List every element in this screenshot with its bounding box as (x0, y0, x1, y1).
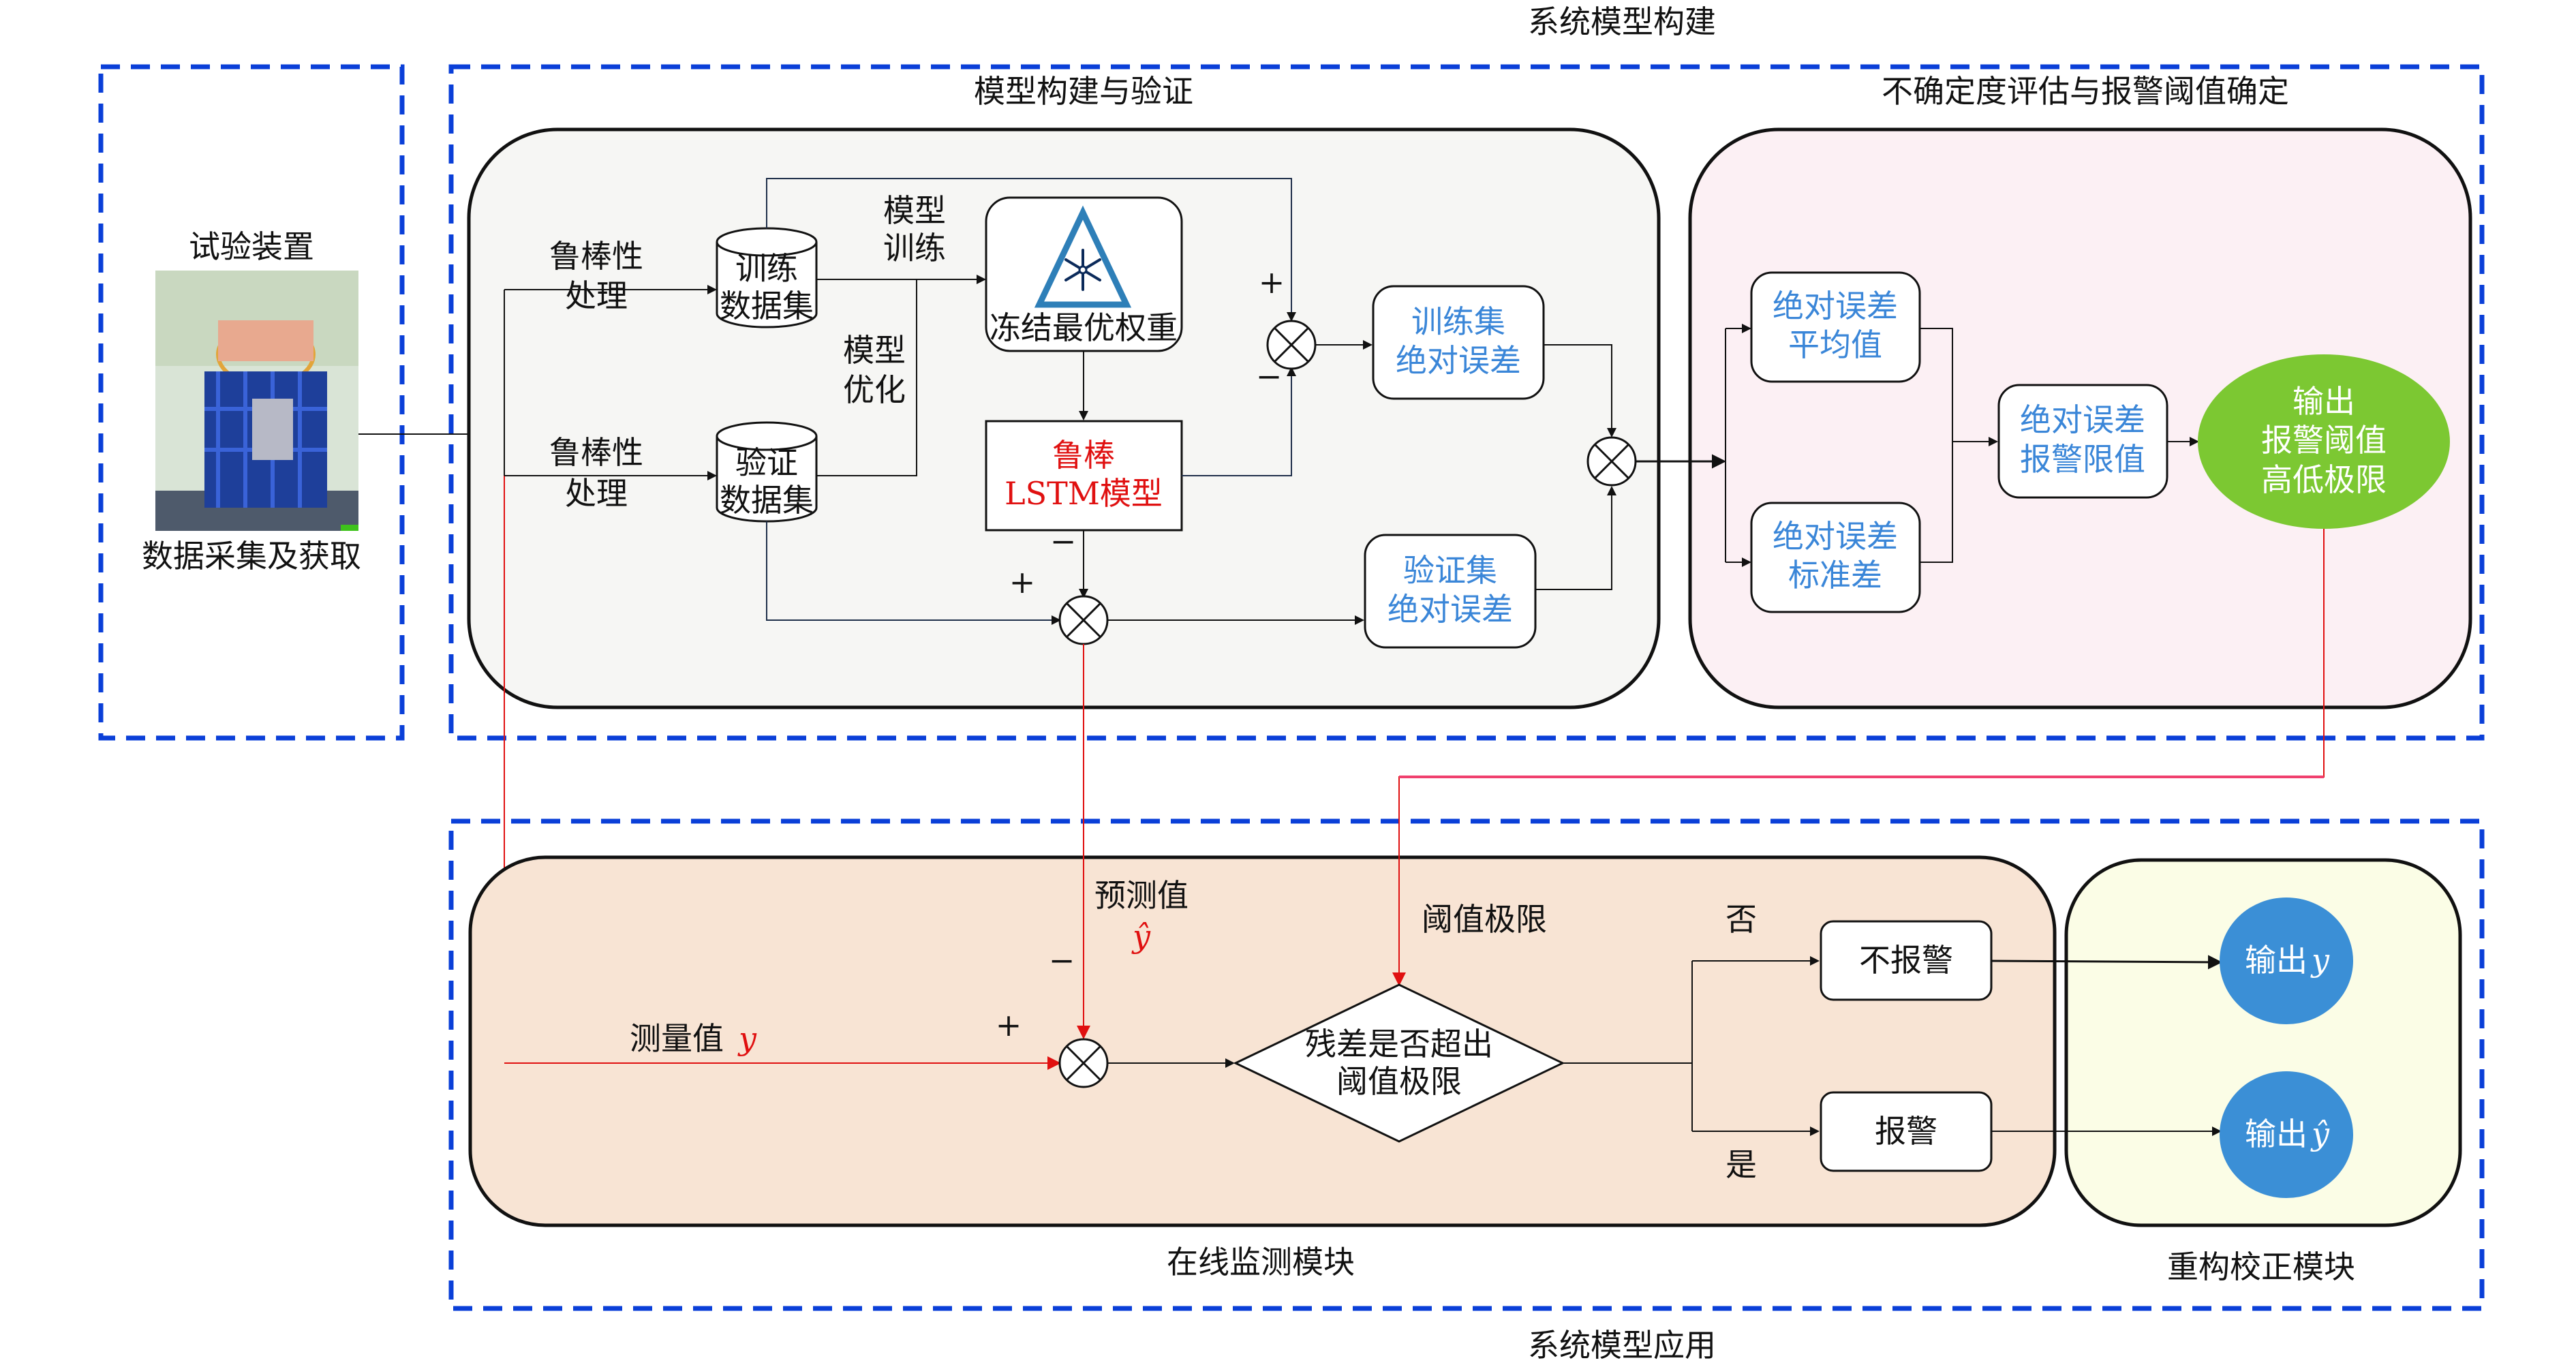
model-train-line2: 训练 (883, 230, 946, 266)
abs-error-mean-line1: 绝对误差 (1773, 288, 1898, 324)
data-acquisition-label: 数据采集及获取 (142, 538, 361, 574)
train-summer-node (1266, 320, 1317, 370)
threshold-output-line1: 输出 (2293, 383, 2355, 420)
alarm-label: 报警 (1875, 1113, 1937, 1150)
robust-proc-2-line2: 处理 (565, 475, 628, 512)
reconstruct-title: 重构校正模块 (2167, 1248, 2355, 1285)
online-summer-minus: − (1049, 942, 1075, 979)
train-error-to-combiner-line (1544, 344, 1616, 438)
valid-abs-error-box (1364, 534, 1537, 649)
system-build-title: 系统模型构建 (1528, 3, 1716, 40)
valid-error-to-combiner-line (1535, 486, 1616, 590)
abs-error-std-box (1750, 502, 1921, 613)
valid-dataset-line1: 验证 (735, 444, 798, 481)
robust-proc-1-line1: 鲁棒性 (549, 238, 643, 275)
abs-error-mean-box (1750, 271, 1921, 383)
valid-summer-node (1058, 595, 1109, 645)
lstm-model-box (985, 420, 1183, 532)
arrow-to-output-y (1991, 955, 2222, 970)
test-rig-label: 试验装置 (189, 228, 314, 265)
decision-line2: 阈值极限 (1336, 1063, 1462, 1100)
online-monitoring-panel (468, 855, 2057, 1227)
model-optimize-line2: 优化 (843, 371, 906, 408)
test-rig-photo (155, 271, 358, 531)
output-yhat-node (2220, 1071, 2353, 1198)
output-y-symbol: y (2310, 942, 2330, 979)
optimize-feedback-line (816, 279, 917, 476)
no-alarm-box (1820, 920, 1993, 1001)
model-build-verify-title: 模型构建与验证 (974, 73, 1193, 110)
train-abs-error-line1: 训练集 (1411, 303, 1505, 340)
valid-dataset-cylinder (716, 421, 818, 523)
reconstruct-panel (2064, 858, 2462, 1227)
output-yhat-symbol: ŷ (2310, 1116, 2330, 1152)
model-optimize-line1: 模型 (843, 332, 906, 369)
threshold-output-line2: 报警阈值 (2261, 422, 2387, 459)
train-dataset-to-summer-line (766, 178, 1296, 322)
valid-summer-plus: + (1009, 564, 1036, 600)
valid-abs-error-line2: 绝对误差 (1387, 591, 1513, 628)
measured-value-label: 测量值 (630, 1020, 724, 1057)
valid-dataset-line2: 数据集 (720, 482, 814, 519)
yes-label: 是 (1726, 1146, 1757, 1183)
threshold-output-line3: 高低极限 (2261, 461, 2387, 498)
uncertainty-threshold-title: 不确定度评估与报警阈值确定 (1882, 73, 2289, 110)
robust-proc-2-line1: 鲁棒性 (549, 434, 643, 471)
decision-line1: 残差是否超出 (1305, 1026, 1493, 1062)
snowflake-warning-icon (1034, 205, 1132, 308)
predicted-value-label: 预测值 (1094, 877, 1189, 914)
lstm-model-line2: LSTM模型 (1005, 475, 1163, 512)
abs-error-std-line1: 绝对误差 (1773, 518, 1898, 555)
train-summer-plus: + (1259, 264, 1285, 301)
valid-summer-minus: − (1050, 523, 1077, 559)
output-y-node (2220, 898, 2353, 1024)
train-dataset-cylinder (716, 227, 818, 328)
measured-value-symbol: y (737, 1020, 757, 1057)
train-abs-error-line2: 绝对误差 (1396, 342, 1521, 379)
robust-proc-1-line2: 处理 (565, 277, 628, 314)
no-label: 否 (1726, 901, 1757, 938)
system-apply-title: 系统模型应用 (1528, 1327, 1716, 1364)
threshold-output-ellipse (2198, 354, 2450, 529)
threshold-limit-label: 阈值极限 (1422, 901, 1547, 938)
online-summer-node (1058, 1038, 1109, 1088)
abs-error-limit-line1: 绝对误差 (2020, 401, 2145, 438)
train-summer-minus: − (1256, 358, 1283, 395)
output-y-label: 输出 (2245, 942, 2307, 979)
lstm-to-train-summer-line (1182, 367, 1296, 476)
train-dataset-line2: 数据集 (720, 288, 814, 324)
valid-dataset-to-summer-line (766, 521, 1061, 625)
online-monitoring-title: 在线监测模块 (1167, 1244, 1355, 1280)
model-train-line1: 模型 (883, 192, 946, 229)
error-combiner-node (1586, 436, 1637, 487)
valid-abs-error-line1: 验证集 (1403, 552, 1497, 589)
train-abs-error-box (1372, 285, 1545, 400)
train-dataset-line1: 训练 (735, 250, 798, 287)
freeze-weights-label: 冻结最优权重 (990, 309, 1178, 346)
abs-error-std-line2: 标准差 (1788, 557, 1882, 594)
predicted-value-symbol: ŷ (1131, 918, 1151, 955)
abs-error-limit-line2: 报警限值 (2020, 441, 2145, 478)
online-summer-plus: + (996, 1007, 1022, 1043)
no-alarm-label: 不报警 (1859, 942, 1953, 979)
system-build-dashed-box (448, 64, 2485, 741)
abs-error-mean-line2: 平均值 (1788, 326, 1882, 363)
lstm-model-line1: 鲁棒 (1052, 437, 1115, 474)
output-yhat-label: 输出 (2245, 1116, 2307, 1152)
data-acquisition-dashed-box (98, 64, 405, 741)
